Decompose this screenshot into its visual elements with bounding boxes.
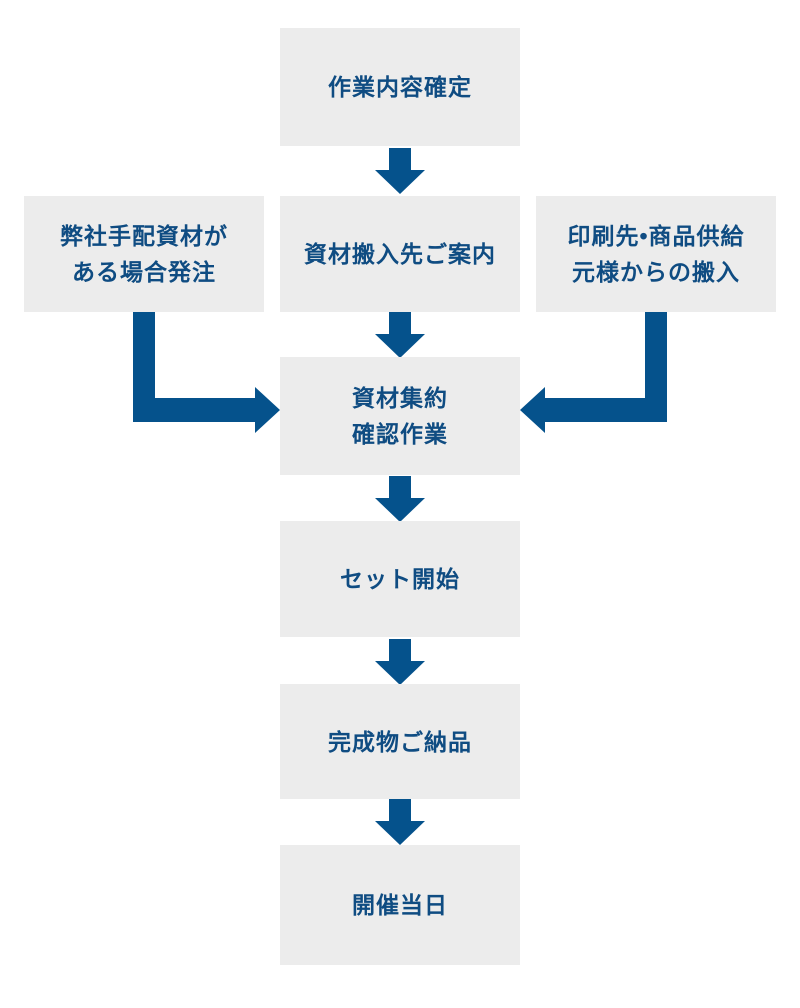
flow-node-label: 開催当日 (352, 892, 448, 918)
flow-node-label-line1: 印刷先•商品供給 (567, 223, 745, 249)
flow-node-label-line1: 弊社手配資材が (60, 223, 228, 249)
arrow-head (375, 334, 425, 358)
flow-node-label: 作業内容確定 (328, 74, 472, 100)
flow-node-material-delivery-info: 資材搬入先ご案内 (280, 196, 520, 312)
arrow-down-icon (375, 799, 425, 845)
arrow-head (375, 498, 425, 522)
arrow-head (375, 661, 425, 685)
flow-node-label-line2: ある場合発注 (72, 259, 216, 285)
flow-node-label: 完成物ご納品 (328, 728, 472, 755)
arrow-elbow-down-right-icon (133, 312, 280, 433)
arrow-elbow-down-left-icon (520, 312, 667, 433)
flow-node-label: セット開始 (340, 566, 460, 592)
arrow-head (375, 170, 425, 194)
arrow-stem (389, 639, 411, 661)
flow-node-label-line1: 資材集約 (352, 385, 448, 411)
flow-node-label-line2: 元様からの搬入 (572, 259, 740, 285)
arrow-stem (389, 799, 411, 821)
flow-node-branch-left: 弊社手配資材が ある場合発注 (24, 196, 264, 312)
arrow-stem (389, 312, 411, 334)
arrow-head (375, 821, 425, 845)
flow-node-set-start: セット開始 (280, 521, 520, 637)
flow-node-work-content: 作業内容確定 (280, 28, 520, 146)
flow-node-event-day: 開催当日 (280, 845, 520, 965)
arrow-stem (389, 476, 411, 498)
arrow-down-icon (375, 148, 425, 194)
arrow-down-icon (375, 312, 425, 358)
arrow-stem (389, 148, 411, 170)
flow-node-material-consolidation: 資材集約 確認作業 (280, 357, 520, 475)
flow-node-finished-delivery: 完成物ご納品 (280, 684, 520, 799)
flow-node-label: 資材搬入先ご案内 (304, 241, 496, 267)
arrow-down-icon (375, 639, 425, 685)
arrow-down-icon (375, 476, 425, 522)
flow-node-branch-right: 印刷先•商品供給 元様からの搬入 (536, 196, 776, 312)
flow-node-label-line2: 確認作業 (352, 421, 448, 447)
